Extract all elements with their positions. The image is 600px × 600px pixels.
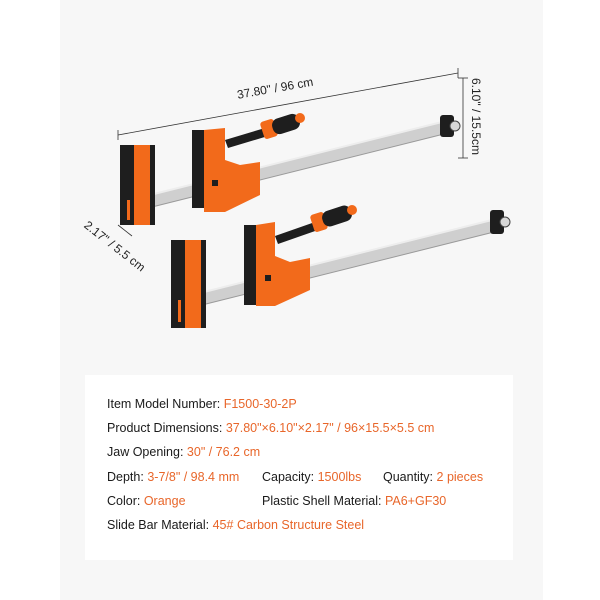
clamp-top (120, 113, 461, 225)
height-dimension-line (458, 77, 468, 159)
spec-dimensions: Product Dimensions: 37.80"×6.10"×2.17" /… (107, 421, 435, 435)
movable-jaw (244, 222, 310, 306)
spec-depth: Depth: 3-7/8" / 98.4 mm (107, 470, 240, 484)
handle (275, 205, 357, 244)
fixed-jaw (120, 145, 155, 225)
spec-model: Item Model Number: F1500-30-2P (107, 397, 297, 411)
spec-color: Color: Orange (107, 494, 186, 508)
end-stop (490, 210, 511, 234)
end-stop (440, 115, 461, 137)
spec-capacity: Capacity: 1500lbs (262, 470, 362, 484)
spec-shell-material: Plastic Shell Material: PA6+GF30 (262, 494, 447, 508)
spec-jaw-opening: Jaw Opening: 30" / 76.2 cm (107, 445, 261, 459)
length-dimension-line (117, 68, 459, 140)
height-dimension-label: 6.10" / 15.5cm (469, 78, 483, 155)
spec-quantity: Quantity: 2 pieces (383, 470, 484, 484)
clamp-bottom (171, 205, 511, 328)
spec-card: Item Model Number: F1500-30-2P Product D… (85, 375, 513, 560)
fixed-jaw (171, 240, 206, 328)
width-dimension-line (117, 224, 133, 237)
movable-jaw (192, 128, 260, 212)
handle (225, 113, 305, 148)
spec-bar-material: Slide Bar Material: 45# Carbon Structure… (107, 518, 365, 532)
clamps-illustration (117, 68, 511, 328)
